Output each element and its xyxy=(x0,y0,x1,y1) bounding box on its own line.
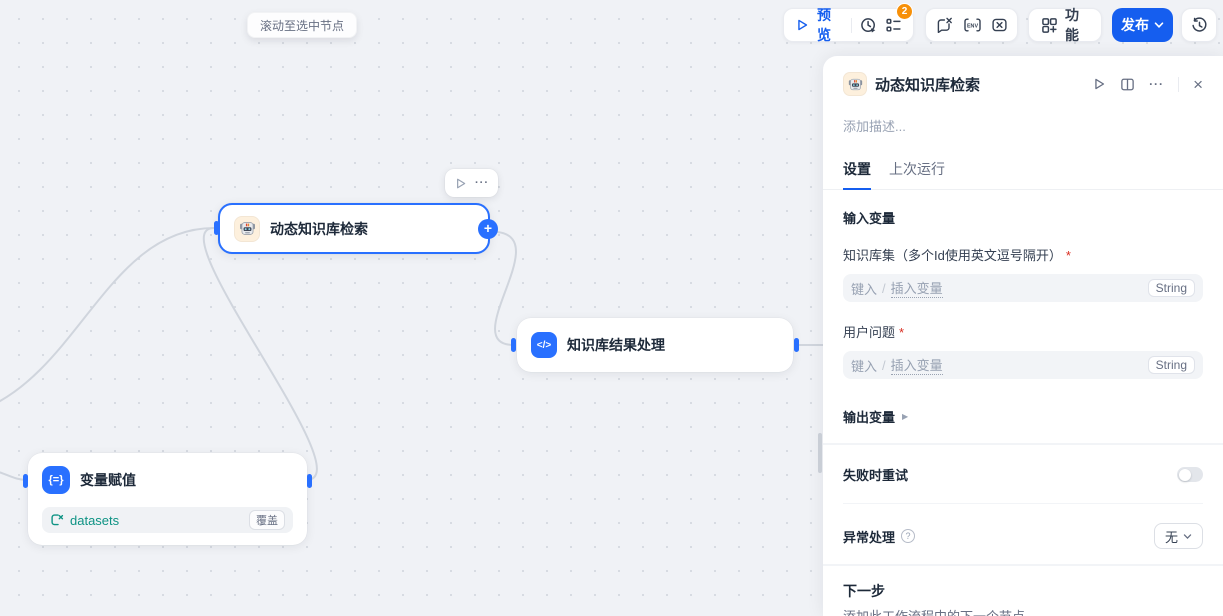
code-icon: </> xyxy=(531,332,557,358)
node-retrieval-title: 动态知识库检索 xyxy=(270,220,368,237)
variables-group: ENV xyxy=(925,8,1018,42)
panel-tabs: 设置 上次运行 xyxy=(823,159,1223,190)
placeholder-slash: / xyxy=(882,280,886,296)
panel-robot-icon xyxy=(843,72,867,96)
description-placeholder[interactable]: 添加描述... xyxy=(843,119,906,134)
features-group: 功能 xyxy=(1028,7,1102,43)
node-assigner-title: 变量赋值 xyxy=(80,472,136,488)
field-kb-label: 知识库集（多个Id使用英文逗号隔开）* xyxy=(843,248,1071,263)
node-hover-toolbar[interactable]: ··· xyxy=(445,169,498,197)
svg-text:ENV: ENV xyxy=(966,23,977,29)
required-asterisk: * xyxy=(1065,248,1071,263)
checklist-icon[interactable] xyxy=(885,17,902,34)
retry-toggle[interactable] xyxy=(1177,467,1203,482)
features-icon[interactable] xyxy=(1041,17,1058,34)
node-processor-output-handle[interactable] xyxy=(794,338,799,352)
publish-label: 发布 xyxy=(1121,17,1149,33)
env-variables-icon[interactable]: ENV xyxy=(963,17,982,33)
play-icon[interactable] xyxy=(795,18,809,32)
next-step-title: 下一步 xyxy=(843,583,885,599)
insert-variable-link[interactable]: 插入变量 xyxy=(890,278,943,298)
placeholder-slash: / xyxy=(882,357,886,373)
error-handling-title: 异常处理 xyxy=(843,529,896,545)
node-assigner-output-handle[interactable] xyxy=(307,474,312,488)
type-badge: String xyxy=(1147,356,1195,374)
error-strategy-value: 无 xyxy=(1164,529,1178,545)
user-query-input[interactable]: 键入 / 插入变量 String xyxy=(843,351,1203,379)
next-step-subtitle: 添加此工作流程中的下一个节点 xyxy=(843,606,1203,616)
version-history-button[interactable] xyxy=(1181,8,1217,42)
node-assigner[interactable]: {=} 变量赋值 datasets 覆盖 xyxy=(23,453,312,545)
error-strategy-select[interactable]: 无 xyxy=(1153,523,1203,549)
preview-group: 预览 xyxy=(783,7,914,43)
tab-last-run[interactable]: 上次运行 xyxy=(889,161,945,177)
panel-header-divider xyxy=(1178,76,1180,92)
panel-title: 动态知识库检索 xyxy=(875,76,981,94)
input-vars-title: 输入变量 xyxy=(843,211,896,226)
close-icon[interactable]: × xyxy=(1193,74,1203,94)
panel-scrollbar-thumb[interactable] xyxy=(818,433,822,473)
edge-incoming-retrieval xyxy=(0,227,215,403)
field-query-label: 用户问题* xyxy=(843,325,905,340)
split-view-icon[interactable] xyxy=(1120,77,1135,92)
collapse-arrow-icon: ▶ xyxy=(902,412,909,421)
section-divider xyxy=(823,564,1223,566)
variable-name: datasets xyxy=(70,512,120,528)
section-divider xyxy=(823,443,1223,445)
node-processor-title: 知识库结果处理 xyxy=(567,337,665,353)
variable-inspector-icon[interactable] xyxy=(991,17,1008,33)
write-mode-badge: 覆盖 xyxy=(249,510,285,530)
run-history-icon[interactable] xyxy=(860,17,877,34)
node-more-icon[interactable]: ··· xyxy=(475,177,489,189)
chevron-down-icon xyxy=(1154,21,1164,29)
type-badge: String xyxy=(1147,279,1195,297)
help-icon: ? xyxy=(901,529,916,543)
conversation-variable-icon xyxy=(50,513,64,527)
panel-run-icon[interactable] xyxy=(1092,77,1106,91)
history-icon xyxy=(1191,16,1208,34)
annotation-x-icon[interactable] xyxy=(935,17,953,33)
robot-icon xyxy=(234,215,260,242)
panel-more-icon[interactable]: ··· xyxy=(1149,77,1165,91)
output-vars-toggle[interactable]: 输出变量 ▶ xyxy=(843,407,1203,426)
retry-title: 失败时重试 xyxy=(843,468,909,483)
output-vars-title: 输出变量 xyxy=(843,410,896,425)
toolbar-divider xyxy=(851,17,852,33)
edge-retrieval-to-processor xyxy=(494,231,517,346)
node-retrieval-input-handle[interactable] xyxy=(214,221,219,235)
node-processor[interactable]: </> 知识库结果处理 xyxy=(511,318,799,372)
placeholder-type: 键入 xyxy=(851,281,878,297)
insert-variable-link[interactable]: 插入变量 xyxy=(890,355,943,375)
placeholder-type: 键入 xyxy=(851,358,878,374)
required-asterisk: * xyxy=(899,325,905,340)
thin-divider xyxy=(843,503,1203,504)
features-button[interactable]: 功能 xyxy=(1065,7,1079,43)
publish-button[interactable]: 发布 xyxy=(1112,8,1173,42)
node-run-icon[interactable] xyxy=(454,177,467,190)
chevron-down-icon xyxy=(1183,533,1192,539)
kb-ids-input[interactable]: 键入 / 插入变量 String xyxy=(843,274,1203,302)
node-retrieval[interactable]: 动态知识库检索 + xyxy=(214,203,498,254)
assigner-variable-row[interactable]: datasets 覆盖 xyxy=(42,507,293,533)
checklist-count-badge: 2 xyxy=(896,3,913,20)
node-assigner-input-handle[interactable] xyxy=(23,474,28,488)
add-next-node-button[interactable]: + xyxy=(478,219,498,239)
scroll-to-node-tooltip: 滚动至选中节点 xyxy=(247,12,357,38)
preview-button[interactable]: 预览 xyxy=(817,7,831,43)
tab-settings[interactable]: 设置 xyxy=(843,159,871,190)
node-config-panel: 动态知识库检索 ··· × 添加描述... 设置 上次运行 输入变量 知识库集（… xyxy=(823,56,1223,616)
node-processor-input-handle[interactable] xyxy=(511,338,516,352)
assigner-icon: {=} xyxy=(42,466,70,494)
edge-assigner-to-retrieval xyxy=(202,227,318,481)
